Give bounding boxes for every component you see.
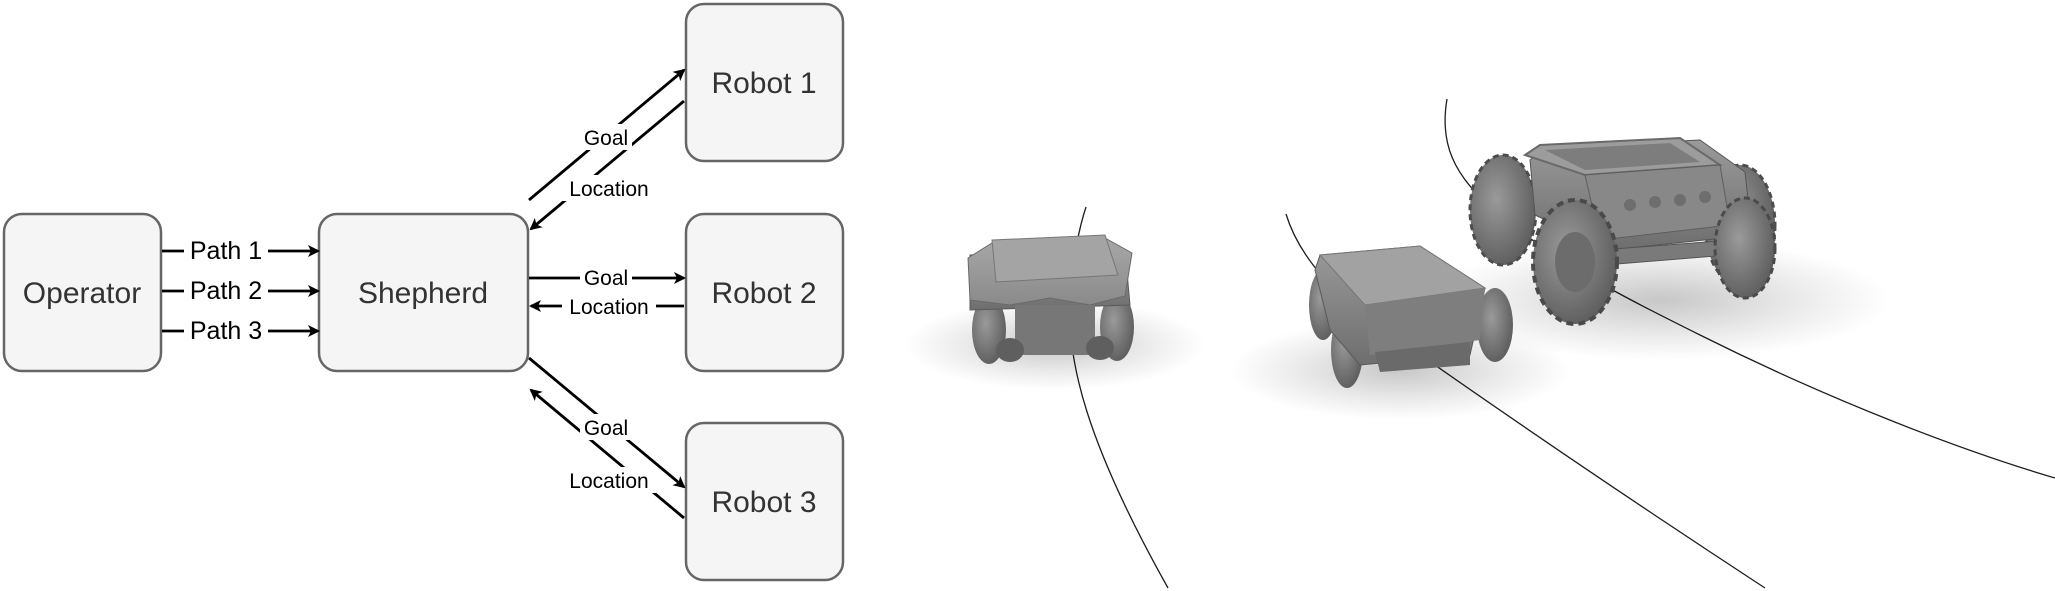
robot3-goal-label: Goal (584, 417, 628, 440)
robot3-edges: Goal Location (528, 356, 686, 520)
robots-render (905, 98, 2055, 589)
operator-node: Operator (2, 212, 163, 373)
robot2-goal-label: Goal (584, 267, 628, 290)
ground-robot-icon (1309, 245, 1513, 388)
robot2-edges: Goal Location (529, 266, 686, 319)
block-diagram: Operator Shepherd Robot 1 Robot 2 Robot … (2, 2, 845, 582)
robot2-label: Robot 2 (711, 277, 816, 310)
path3-label: Path 3 (190, 317, 262, 345)
robot1-goal-label: Goal (584, 127, 628, 150)
robot1-label: Robot 1 (711, 67, 816, 100)
robot3-location-arrow (529, 388, 685, 520)
robot3-node: Robot 3 (684, 421, 845, 582)
path1-label: Path 1 (190, 237, 262, 265)
ground-robot-icon (967, 234, 1134, 364)
operator-label: Operator (23, 277, 141, 310)
robot1-location-label: Location (569, 178, 648, 201)
path-edges: Path 1 Path 2 Path 3 (162, 234, 320, 346)
robot2-node: Robot 2 (684, 212, 845, 373)
shepherd-node: Shepherd (317, 212, 530, 373)
robot3-location-label: Location (569, 470, 648, 493)
robot3-label: Robot 3 (711, 486, 816, 519)
robot1-edges: Goal Location (528, 68, 686, 231)
ground-robot-icon (1468, 136, 1777, 326)
shepherd-label: Shepherd (358, 277, 488, 310)
path2-label: Path 2 (190, 277, 262, 305)
robot2-location-label: Location (569, 296, 648, 319)
robot1-node: Robot 1 (684, 2, 845, 163)
robot1-location-arrow (529, 99, 685, 231)
